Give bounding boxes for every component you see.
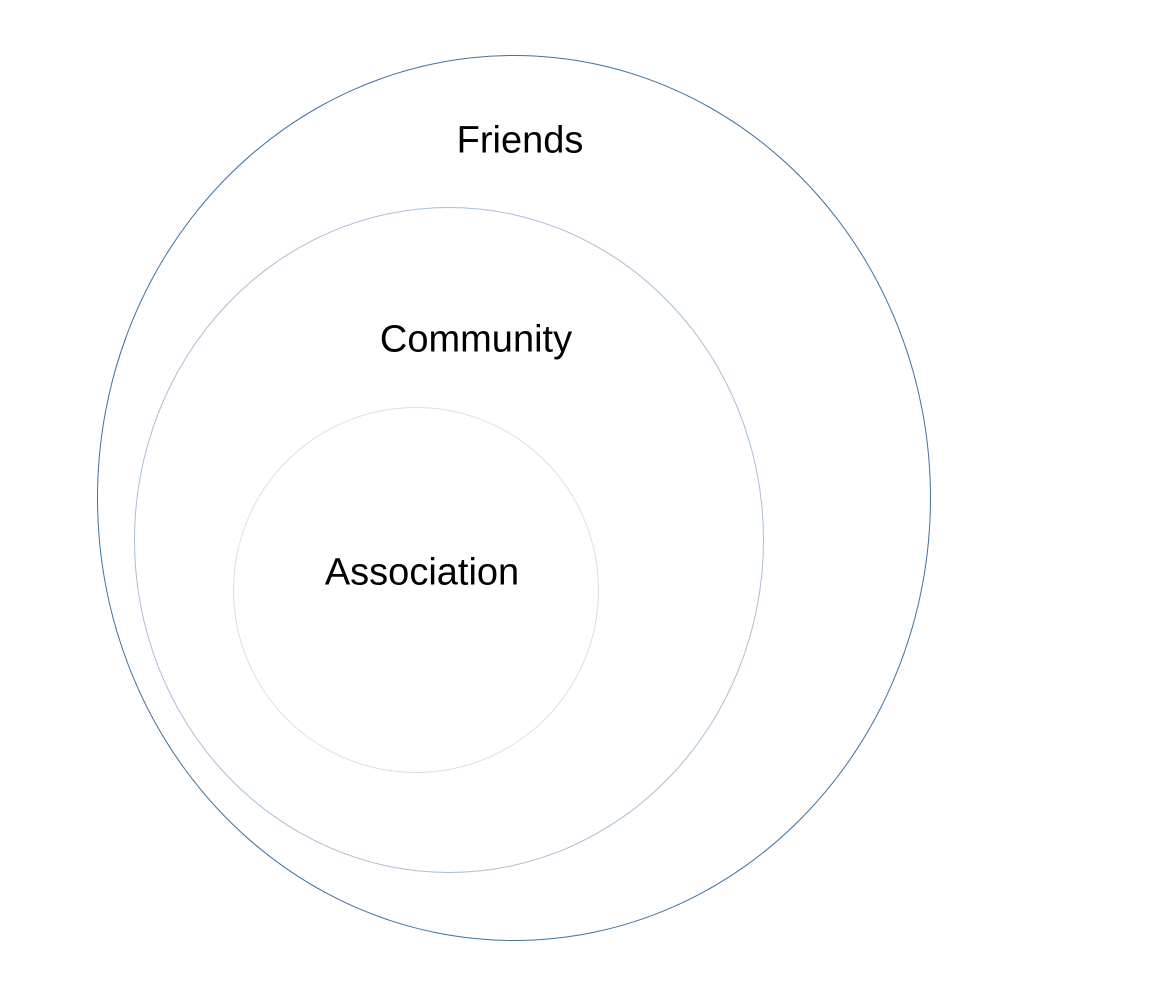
ring-label-friends: Friends <box>456 119 584 162</box>
ring-association <box>233 407 599 773</box>
ring-label-community: Community <box>379 318 573 361</box>
ring-friends <box>97 55 931 941</box>
ring-community <box>134 207 764 873</box>
ring-label-association: Association <box>324 551 520 594</box>
